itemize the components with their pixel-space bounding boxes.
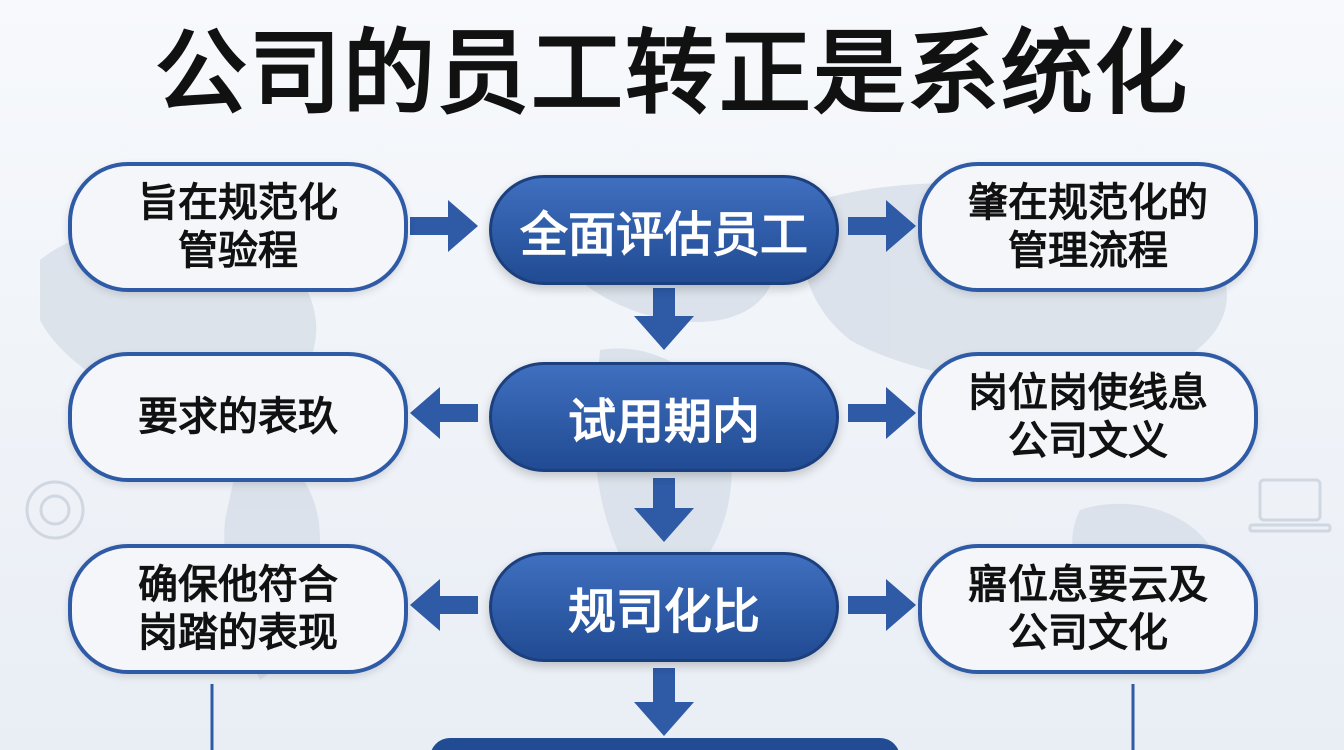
arrow-right-icon [848, 579, 916, 631]
node-text: 要求的表玖 [138, 394, 338, 440]
node-text: 管理流程 [1008, 228, 1168, 274]
arrow-right-icon [848, 387, 916, 439]
arrow-left-icon [410, 387, 478, 439]
node-text: 全面评估员工 [519, 207, 808, 263]
arrow-down-icon [634, 668, 694, 736]
node-center-3: 规司化比 [489, 552, 839, 662]
node-text: 岗踏的表现 [138, 610, 338, 656]
node-text: 肇在规范化的 [968, 180, 1208, 226]
arrow-down-icon [634, 478, 694, 542]
node-center-1: 全面评估员工 [489, 175, 839, 285]
arrow-left-icon [410, 579, 478, 631]
node-text: 公司文化 [1008, 610, 1168, 656]
node-right-1: 肇在规范化的 管理流程 [918, 162, 1258, 292]
node-text: 规司化比 [567, 584, 760, 640]
node-text: 管验程 [178, 228, 298, 274]
node-text: 岗位岗使线息 [968, 370, 1208, 416]
arrow-right-icon [848, 200, 916, 252]
arrow-down-icon [634, 288, 694, 350]
node-text: 试用期内 [567, 394, 760, 450]
node-right-3: 寤位息要云及 公司文化 [918, 544, 1258, 674]
node-text: 旨在规范化 [138, 180, 338, 226]
node-text: 寤位息要云及 [968, 562, 1208, 608]
node-left-1: 旨在规范化 管验程 [68, 162, 408, 292]
node-left-2: 要求的表玖 [68, 352, 408, 482]
node-center-2: 试用期内 [489, 362, 839, 472]
node-text: 公司文义 [1008, 418, 1168, 464]
node-right-2: 岗位岗使线息 公司文义 [918, 352, 1258, 482]
arrow-right-icon [410, 200, 478, 252]
page-title: 公司的员工转正是系统化 [154, 19, 1189, 127]
node-left-3: 确保他符合 岗踏的表现 [68, 544, 408, 674]
node-text: 确保他符合 [138, 562, 338, 608]
